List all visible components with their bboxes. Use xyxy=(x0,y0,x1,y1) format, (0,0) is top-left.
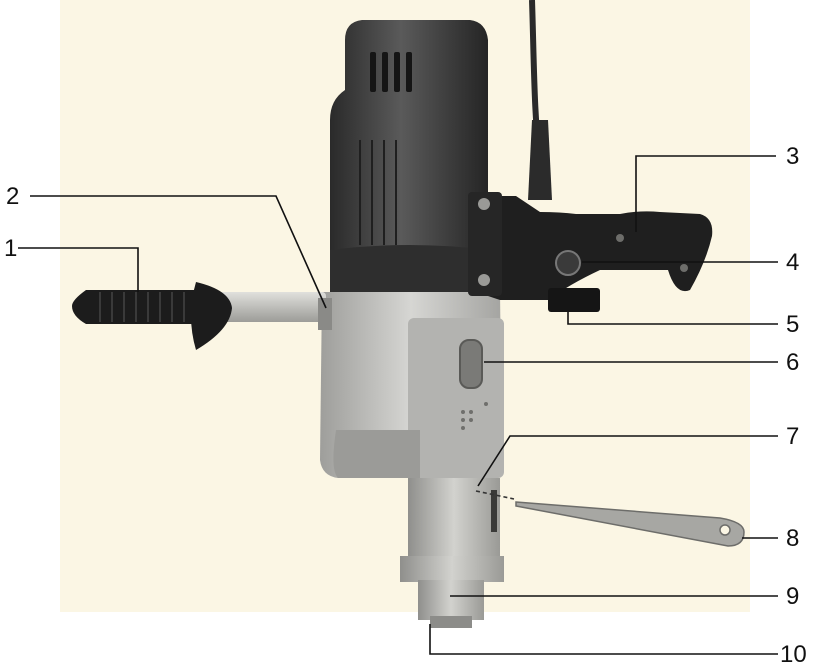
callout-10: 10 xyxy=(780,641,807,667)
chuck-collar xyxy=(400,556,504,582)
chuck-wrench[interactable] xyxy=(515,501,745,547)
spindle-neck xyxy=(408,478,500,558)
tool-holder xyxy=(430,616,472,628)
leader-5 xyxy=(567,312,778,325)
callout-6: 6 xyxy=(786,349,799,376)
motor-housing xyxy=(330,20,488,292)
leader-10 xyxy=(429,624,778,655)
spindle-lock-slot[interactable] xyxy=(491,490,497,532)
leader-1 xyxy=(18,247,139,292)
leader-7 xyxy=(477,435,778,487)
callout-2: 2 xyxy=(6,183,19,210)
leader-lines xyxy=(18,155,778,655)
callout-5: 5 xyxy=(786,311,799,338)
cable-strain-relief xyxy=(528,120,552,200)
callout-1: 1 xyxy=(4,235,17,262)
indicator-dots xyxy=(461,402,488,430)
callout-numbers: 1 2 3 4 5 6 7 8 9 10 xyxy=(4,143,807,667)
chuck-nose xyxy=(418,580,484,620)
selector-switch[interactable] xyxy=(459,339,483,389)
lock-on-button[interactable] xyxy=(555,250,581,276)
callout-4: 4 xyxy=(786,249,799,276)
callout-9: 9 xyxy=(786,583,799,610)
callout-7: 7 xyxy=(786,423,799,450)
trigger-switch[interactable] xyxy=(548,288,600,312)
gear-housing xyxy=(320,292,504,478)
side-handle[interactable] xyxy=(72,282,326,350)
leader-2 xyxy=(30,195,327,309)
callout-8: 8 xyxy=(786,525,799,552)
rear-handle[interactable] xyxy=(468,192,713,300)
leader-3 xyxy=(635,155,776,232)
side-handle-clamp xyxy=(318,298,332,330)
callout-3: 3 xyxy=(786,143,799,170)
